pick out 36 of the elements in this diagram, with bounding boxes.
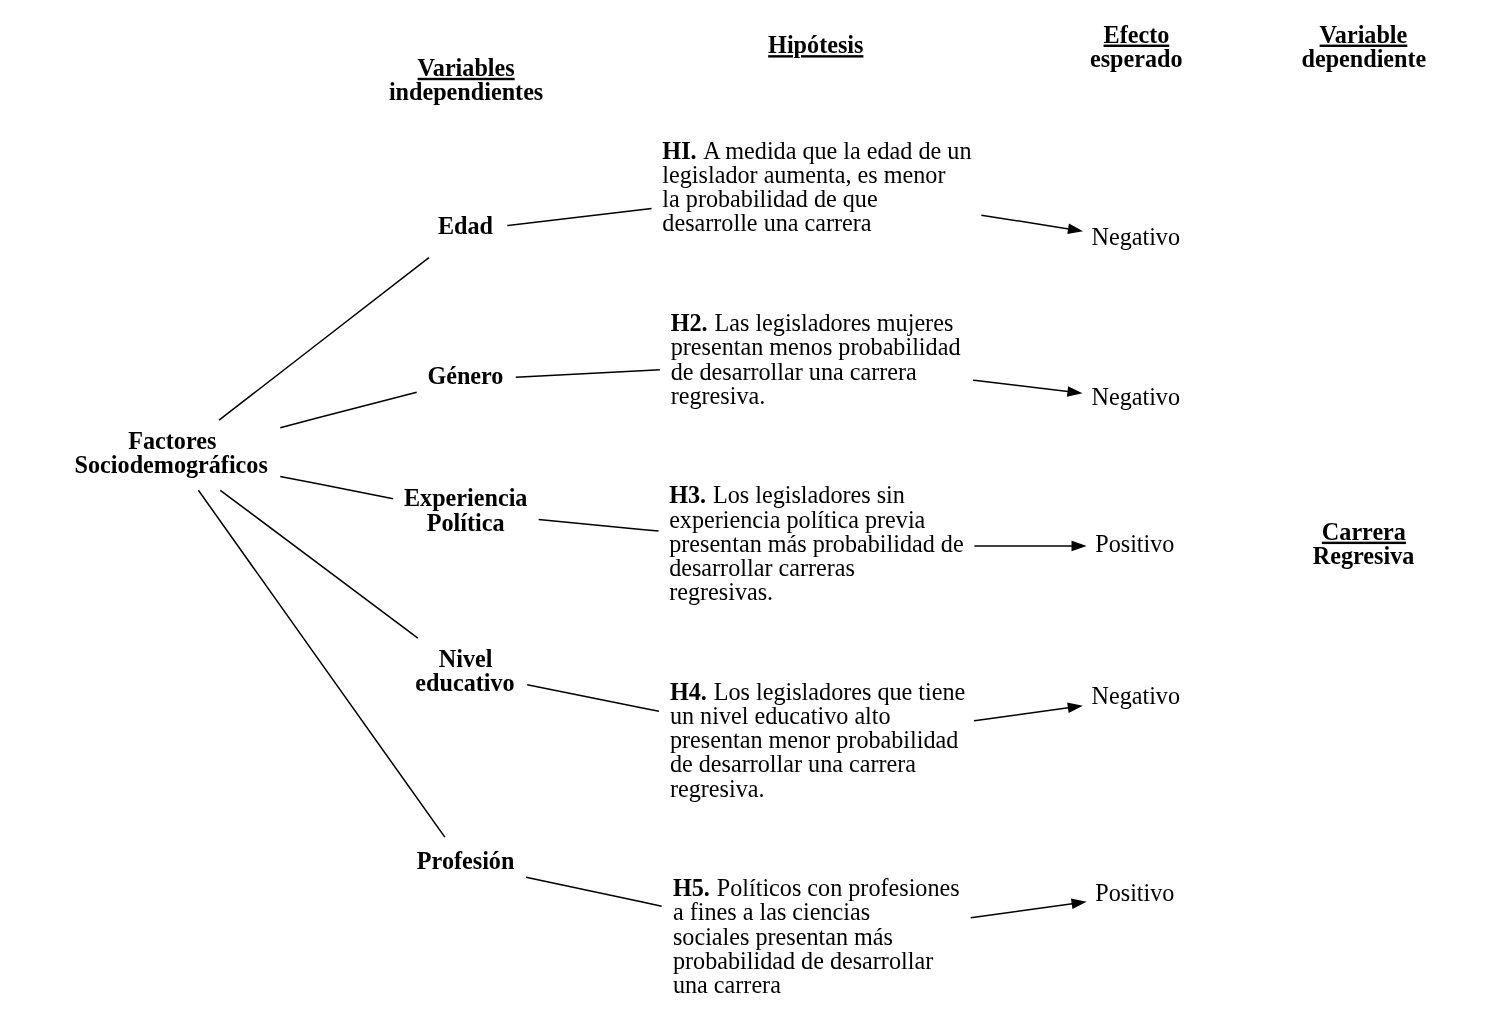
node-text: Género [426,362,503,390]
node-text: Carrera Regresiva [1312,517,1414,569]
label: Variables independientes [388,53,543,105]
node-text: H3. Los legisladores sin experiencia política previa presentan más probabilidad de desarrollar carreras regresivas. [668,481,964,606]
node-text: Experiencia Política [403,484,527,536]
node-text: Negativo [1090,383,1180,411]
node-text: H4. Los legisladores que tiene un nivel educativo alto presentan menor probabilidad de desarrollar una carrera regresiva. [669,677,965,802]
arrow [973,540,1087,552]
node-text: Positivo [1094,529,1174,557]
connector [537,518,659,532]
connector [525,684,660,712]
connector [279,391,417,429]
node-text: H5. Políticos con profesiones a fines a las ciencias sociales presentan más probabilidad de desarrollar una carrera [672,874,960,998]
node-text: Negativo [1090,223,1180,251]
connector [524,876,662,907]
arrow [980,214,1083,235]
arrow [971,379,1082,397]
label: Efecto esperado [1089,20,1183,72]
node-text: Nivel educativo [414,644,515,696]
node-text: Edad [437,212,493,240]
arrow [969,898,1087,919]
label: Variable dependiente [1300,20,1426,72]
arrow [972,702,1083,722]
node-text: Negativo [1090,682,1180,710]
node-text: Factores Sociodemográficos [74,426,268,479]
connector [506,207,652,227]
connector [217,256,430,421]
connector [219,489,419,639]
node-text: HI. A medida que la edad de un legislador aumenta, es menor la probabilidad de que desarrolle una carrera [661,136,971,237]
node-text: Positivo [1094,878,1174,906]
connector [279,475,394,500]
connector [197,489,446,838]
node-text: Profesión [416,847,514,875]
node-text: H2. Las legisladores mujeres presentan menos probabilidad de desarrollar una carrera regresiva. [670,309,960,409]
label: Hipótesis [767,31,863,59]
connector [514,369,661,379]
